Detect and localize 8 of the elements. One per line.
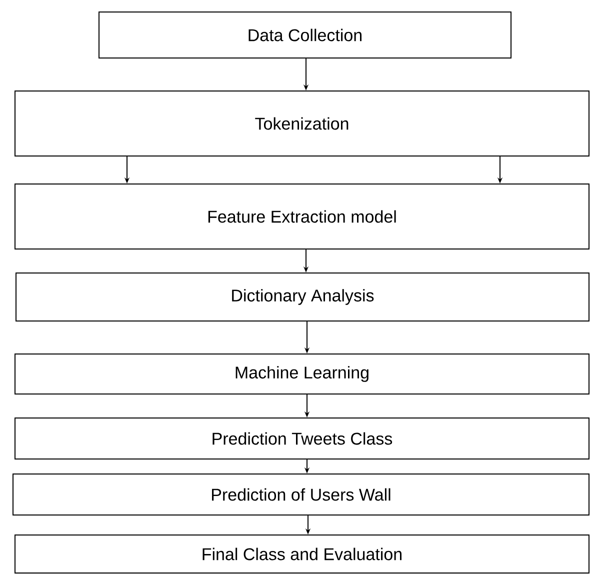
process-box: Prediction of Users Wall [12, 474, 590, 516]
process-box: Feature Extraction model [14, 184, 590, 250]
process-box: Machine Learning [14, 354, 590, 394]
process-box: Tokenization [14, 90, 590, 156]
process-box: Dictionary Analysis [16, 272, 590, 322]
process-box: Final Class and Evaluation [14, 534, 590, 574]
process-box: Prediction Tweets Class [14, 418, 590, 460]
process-box: Data Collection [98, 12, 512, 58]
